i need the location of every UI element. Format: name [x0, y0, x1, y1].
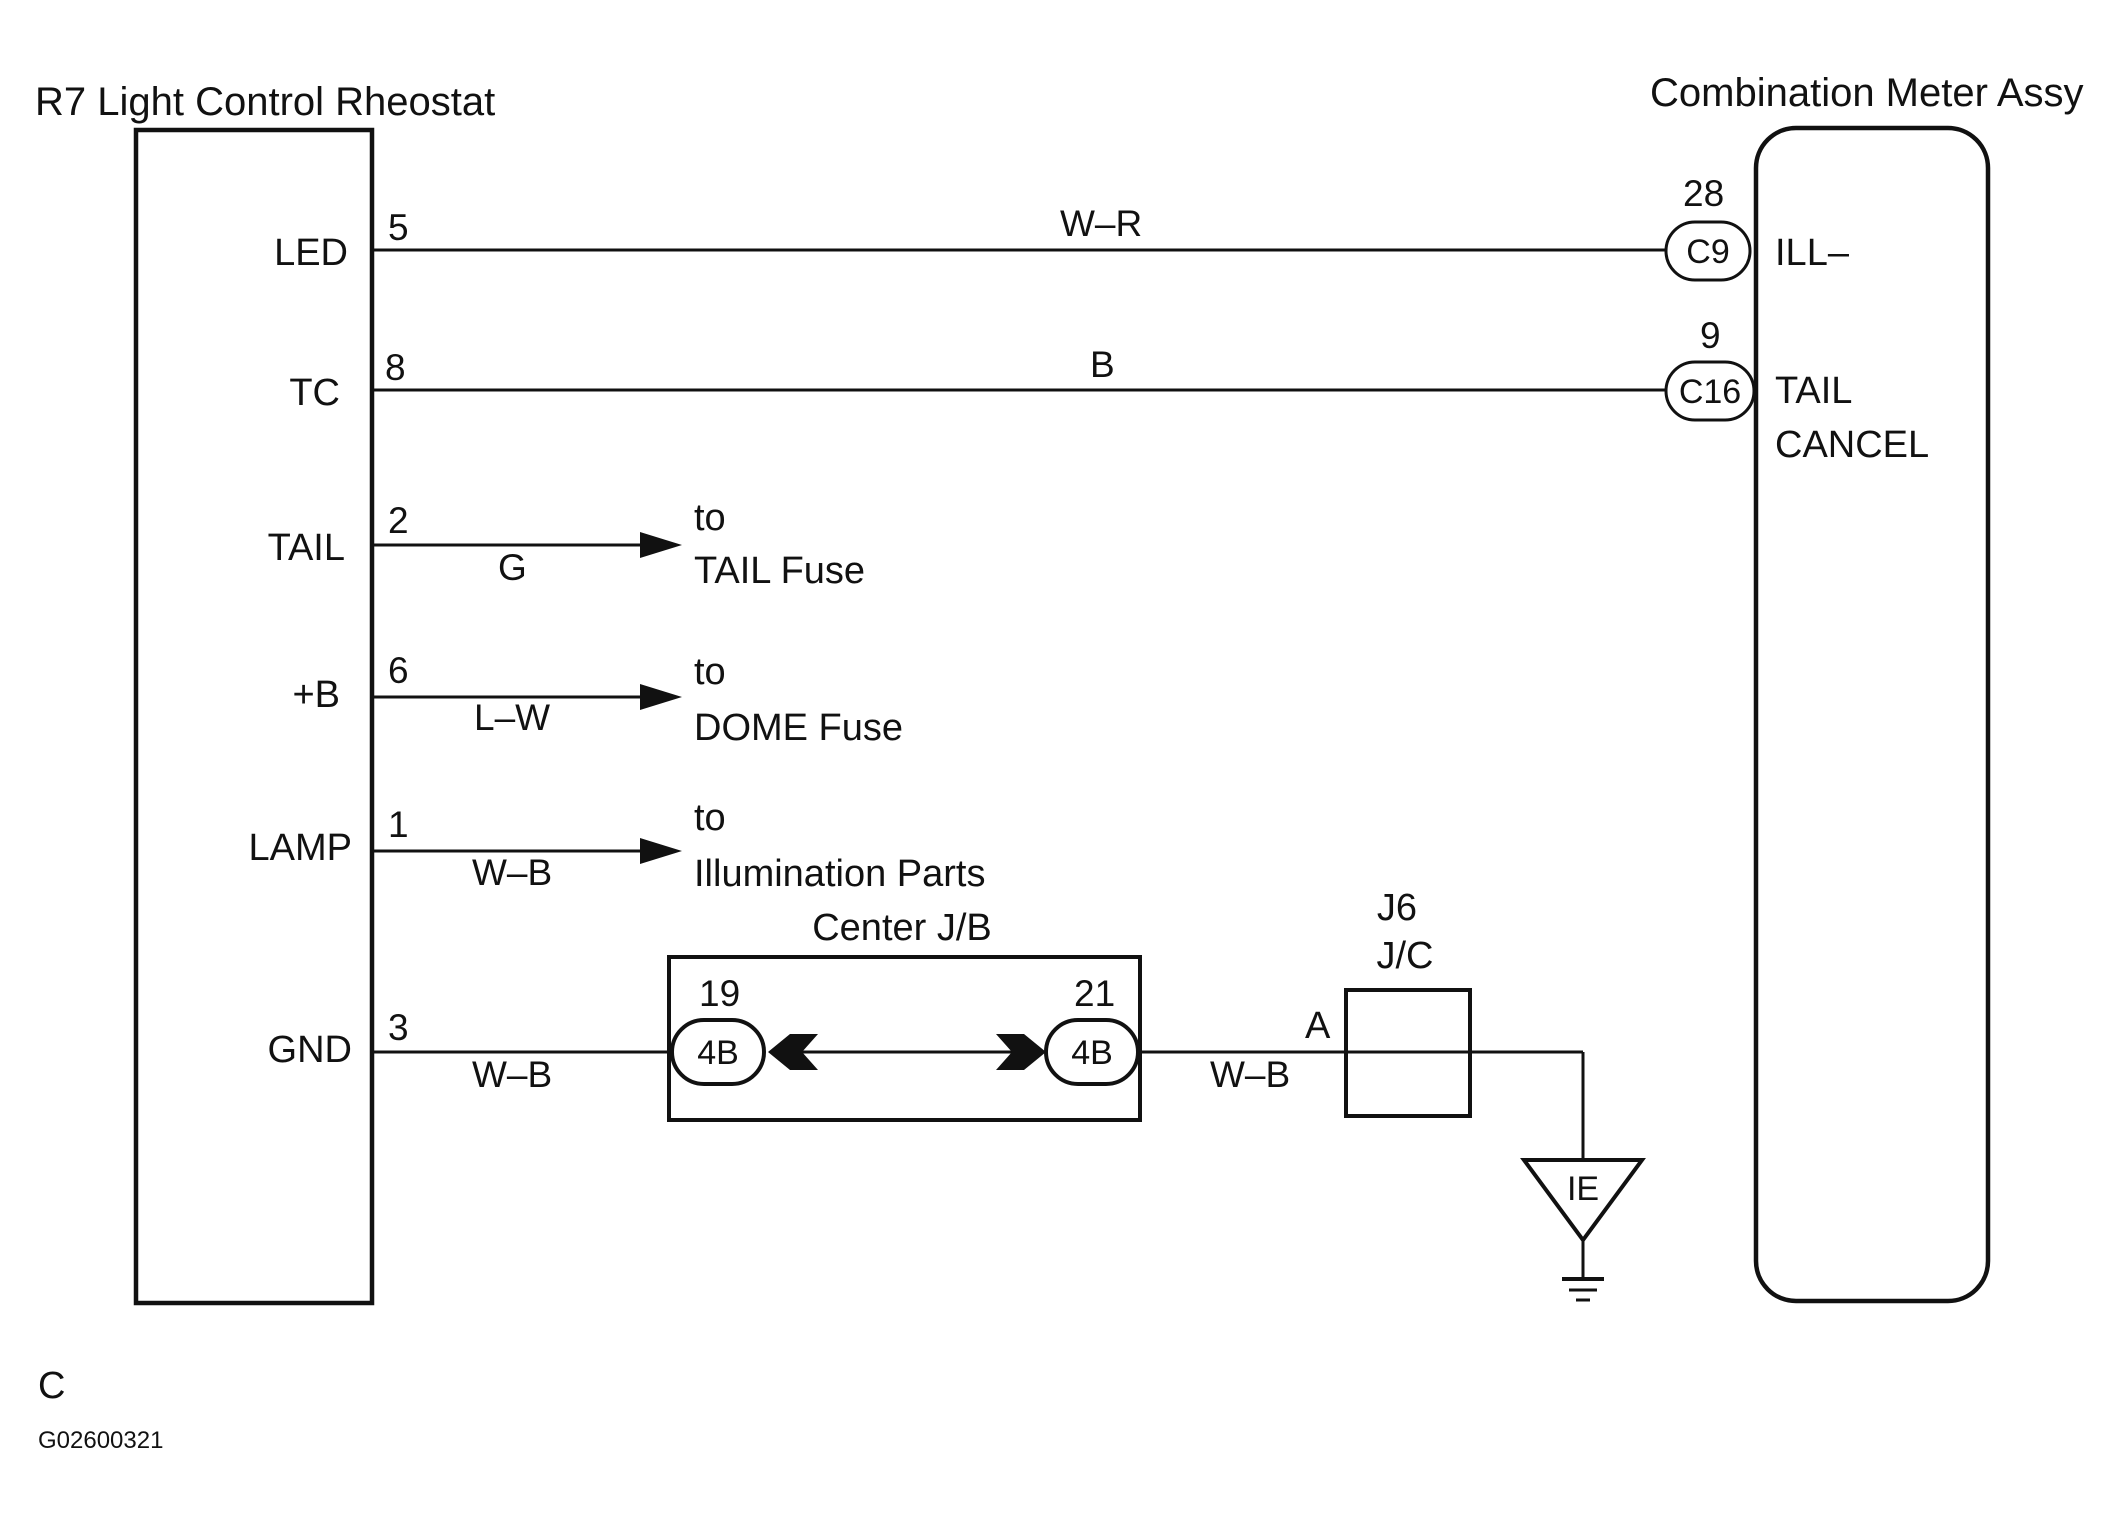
j6-terminal-a: A: [1305, 1005, 1331, 1047]
terminal-marker-right: [996, 1034, 1046, 1070]
j6-name: J6: [1377, 887, 1417, 929]
figure-id: G02600321: [38, 1427, 163, 1454]
connector-4b-left: [670, 1018, 766, 1086]
wire-lamp-color: W–B: [472, 852, 552, 893]
wire-gnd-color: W–B: [472, 1054, 552, 1095]
light-control-rheostat-box: [133, 127, 375, 1306]
connector-c16: [1664, 360, 1756, 422]
meter-tail-label: TAIL: [1775, 370, 1852, 412]
connector-4b-left-code: 4B: [697, 1034, 739, 1072]
connector-c9: [1664, 220, 1752, 282]
connector-c16-code: C16: [1679, 373, 1741, 411]
connector-c9-code: C9: [1686, 233, 1729, 271]
terminal-tail-label: TAIL: [268, 527, 345, 569]
j6-type: J/C: [1377, 935, 1434, 977]
terminal-marker-left: [768, 1034, 818, 1070]
wire-led-color: W–R: [1060, 203, 1142, 244]
terminal-tc-label: TC: [289, 372, 340, 414]
wire-tc-color: B: [1090, 344, 1115, 385]
wire-tail-color: G: [498, 547, 527, 588]
ground-point-triangle: [1520, 1158, 1646, 1244]
dest-dome-fuse: DOME Fuse: [694, 707, 903, 749]
terminal-b-label: +B: [292, 674, 340, 716]
connector-4b-right-code: 4B: [1071, 1034, 1113, 1072]
dest-tail-fuse: TAIL Fuse: [694, 550, 865, 592]
wire-jb-out-color: W–B: [1210, 1054, 1290, 1095]
pin-9: 9: [1700, 315, 1721, 356]
pin-6: 6: [388, 650, 409, 691]
wire-plus-b-color: L–W: [474, 697, 550, 738]
dest-tail-to: to: [694, 497, 726, 539]
ground-code: IE: [1567, 1170, 1599, 1208]
meter-cancel-label: CANCEL: [1775, 424, 1929, 466]
pin-3: 3: [388, 1007, 409, 1048]
arrow-lamp: [640, 838, 682, 864]
combination-meter-box: [1753, 125, 1991, 1304]
arrow-plus-b: [640, 684, 682, 710]
left-component-title: R7 Light Control Rheostat: [35, 80, 495, 124]
meter-ill-label: ILL–: [1775, 232, 1850, 274]
pin-19: 19: [699, 973, 740, 1014]
center-jb-title: Center J/B: [812, 907, 992, 949]
footer-letter: C: [38, 1365, 65, 1407]
terminal-led-label: LED: [274, 232, 348, 274]
dest-dome-to: to: [694, 651, 726, 693]
pin-1: 1: [388, 804, 409, 845]
pin-2: 2: [388, 500, 409, 541]
pin-8: 8: [385, 347, 406, 388]
terminal-lamp-label: LAMP: [249, 827, 352, 869]
center-jb-box: [667, 955, 1142, 1122]
right-component-title: Combination Meter Assy: [1650, 71, 2084, 115]
dest-illum-parts: Illumination Parts: [694, 853, 985, 895]
dest-illum-to: to: [694, 797, 726, 839]
pin-5: 5: [388, 207, 409, 248]
arrow-tail: [640, 532, 682, 558]
terminal-gnd-label: GND: [268, 1029, 352, 1071]
pin-21: 21: [1074, 973, 1115, 1014]
pin-28: 28: [1683, 173, 1724, 214]
